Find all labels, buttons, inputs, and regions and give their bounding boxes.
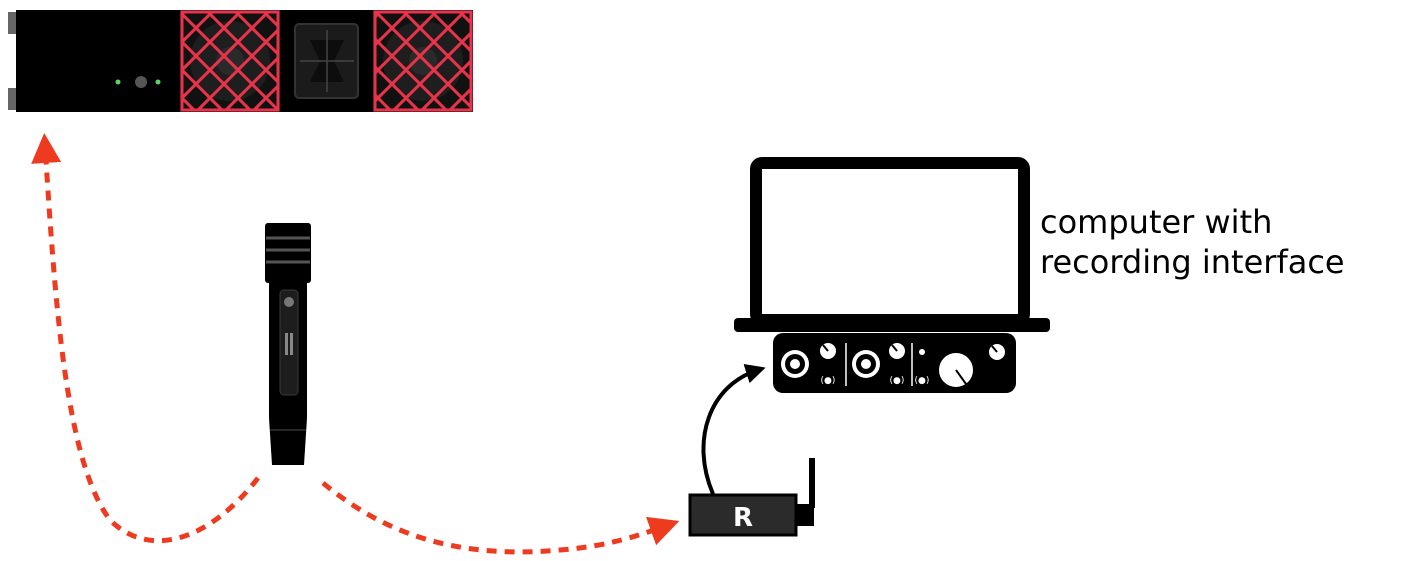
- cable-arrow: [703, 370, 758, 494]
- status-led: [919, 349, 925, 355]
- wireless-receiver: R: [690, 458, 814, 535]
- caption-line-2: recording interface: [1040, 242, 1345, 282]
- svg-text:(●): (●): [890, 376, 905, 386]
- xlr-input-1: [781, 350, 809, 378]
- speaker-led-left: [116, 80, 121, 85]
- wireless-microphone: [265, 223, 311, 465]
- speaker-horn-tweeter: [280, 10, 373, 112]
- svg-text:(●): (●): [821, 376, 836, 386]
- receiver-label: R: [733, 503, 753, 533]
- laptop-screen: [756, 163, 1024, 320]
- laptop-base: [734, 318, 1050, 332]
- loudspeaker: [8, 10, 473, 112]
- speaker-knob: [135, 76, 147, 88]
- microphone-power-button: [284, 297, 294, 307]
- wireless-path-to-receiver: [323, 483, 668, 552]
- computer-caption: computer with recording interface: [1040, 202, 1345, 282]
- speaker-woofer-right: [373, 10, 473, 112]
- audio-interface: (●) (●) (●): [773, 333, 1016, 393]
- xlr-input-2: [852, 350, 880, 378]
- svg-text:(●): (●): [915, 376, 930, 386]
- microphone-grille: [265, 223, 311, 283]
- speaker-woofer-left: [180, 10, 280, 112]
- speaker-control-panel: [16, 10, 180, 112]
- caption-line-1: computer with: [1040, 202, 1345, 242]
- speaker-led-right: [156, 80, 161, 85]
- laptop-computer: [734, 163, 1050, 332]
- microphone-tail: [269, 418, 307, 465]
- wireless-path-to-speaker: [45, 145, 258, 541]
